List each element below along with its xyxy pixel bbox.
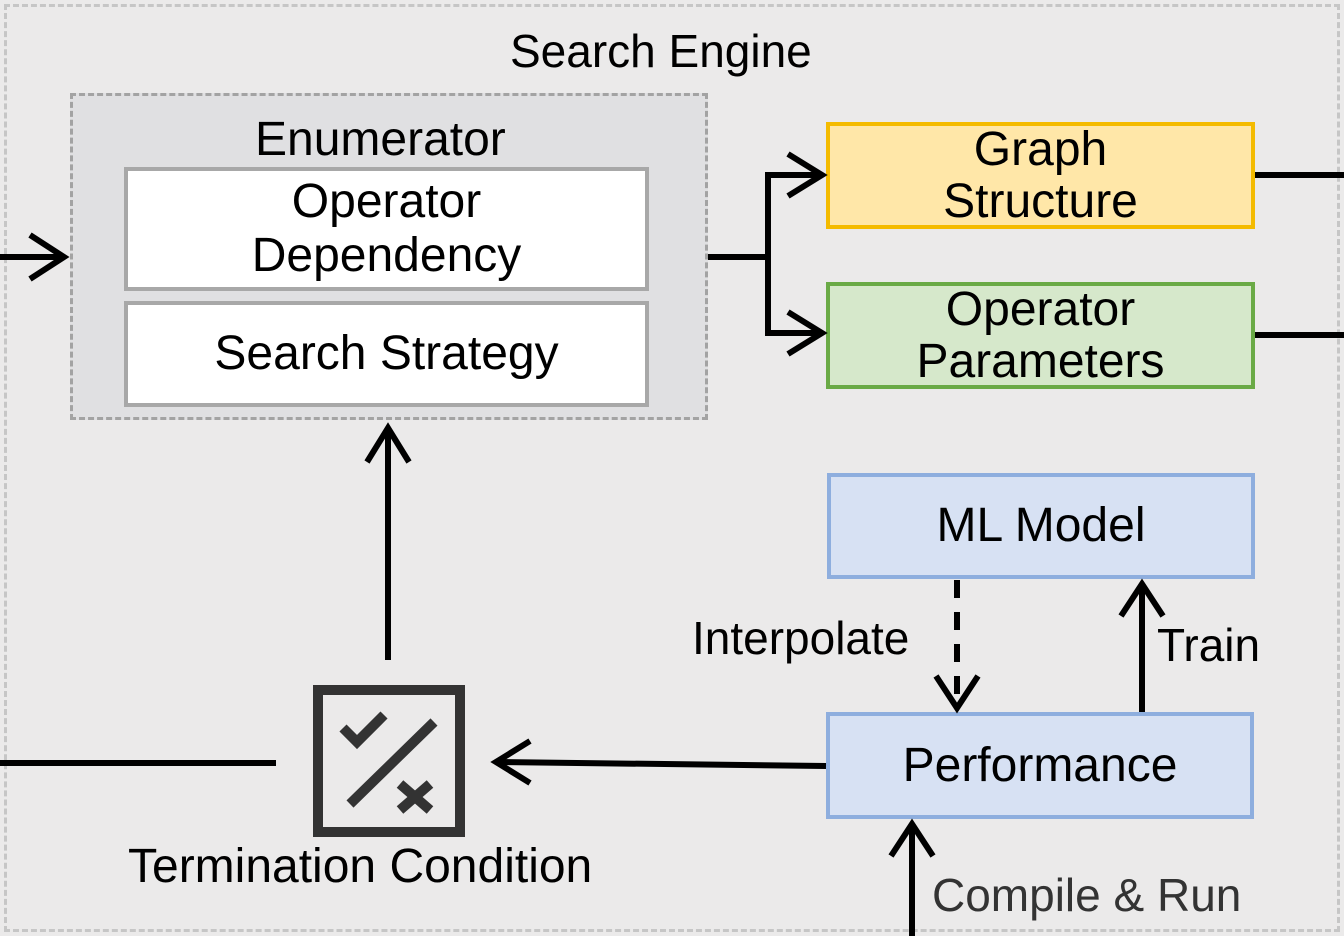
output-lines [1255,172,1344,338]
search-engine-title: Search Engine [510,25,812,77]
termination-to-enumerator-arrow [364,422,412,660]
operator-dependency-box: Operator Dependency [124,167,649,291]
graph-structure-box: Graph Structure [826,122,1255,229]
search-strategy-label: Search Strategy [214,327,559,381]
search-strategy-box: Search Strategy [124,301,649,407]
operator-parameters-label: Operator Parameters [916,282,1165,388]
interpolate-arrow [933,580,981,714]
train-label: Train [1157,619,1261,671]
ml-model-label: ML Model [936,499,1146,553]
enumerator-label: Enumerator [255,113,506,166]
performance-box: Performance [826,712,1254,819]
operator-dependency-label: Operator Dependency [251,175,522,282]
graph-structure-label: Graph Structure [943,122,1138,228]
ml-model-box: ML Model [827,473,1255,579]
check-cross-ratio-icon [313,685,465,837]
enumerator-to-outputs-arrows [708,151,828,357]
train-arrow [1118,578,1166,712]
search-engine-frame [4,4,1340,932]
compile-run-label: Compile & Run [932,869,1242,921]
termination-condition-label: Termination Condition [128,840,593,893]
compile-run-arrow [888,818,936,936]
operator-parameters-box: Operator Parameters [826,282,1255,389]
input-arrow [0,232,70,282]
performance-to-termination-arrow [490,738,827,786]
interpolate-label: Interpolate [692,612,910,664]
performance-label: Performance [902,738,1178,792]
